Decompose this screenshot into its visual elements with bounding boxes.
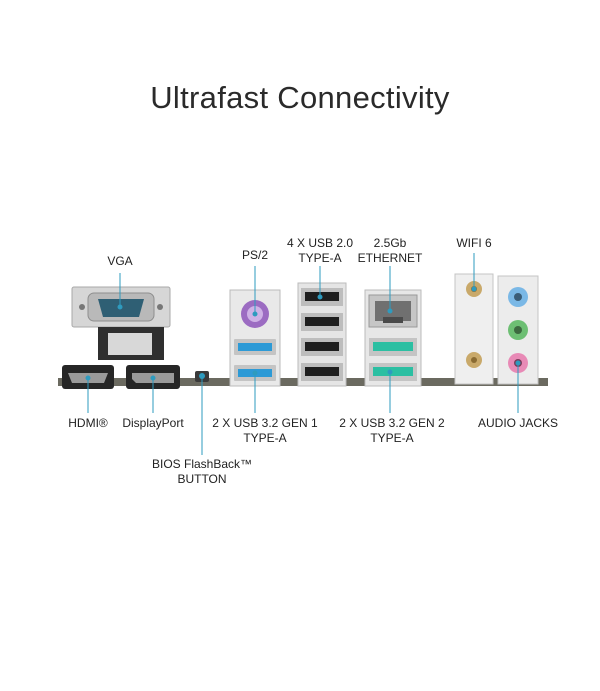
label-usb20-line1: 4 X USB 2.0 [286, 236, 354, 250]
label-bios-line1: BIOS FlashBack™ [152, 457, 253, 471]
label-audio-jacks: AUDIO JACKS [468, 416, 568, 431]
label-ethernet: 2.5Gb ETHERNET [356, 236, 424, 266]
label-audio-jacks-text: AUDIO JACKS [477, 416, 558, 430]
page-title: Ultrafast Connectivity [150, 80, 450, 115]
label-vga: VGA [95, 254, 145, 269]
wifi-antenna-icon [454, 273, 494, 385]
label-wifi-text: WIFI 6 [456, 236, 492, 250]
label-ps2: PS/2 [228, 248, 282, 263]
label-usb20: 4 X USB 2.0 TYPE-A [280, 236, 360, 266]
label-usb32-gen1-line2: TYPE-A [243, 431, 287, 445]
label-usb32-gen2-line1: 2 X USB 3.2 GEN 2 [339, 416, 445, 430]
callout-lines [85, 253, 521, 455]
label-usb32-gen2-line2: TYPE-A [370, 431, 414, 445]
label-usb32-gen1: 2 X USB 3.2 GEN 1 TYPE-A [205, 416, 325, 446]
label-vga-text: VGA [107, 254, 133, 268]
label-usb20-line2: TYPE-A [298, 251, 342, 265]
label-ethernet-line2: ETHERNET [357, 251, 423, 265]
label-displayport-text: DisplayPort [122, 416, 184, 430]
label-hdmi-text: HDMI® [68, 416, 108, 430]
label-ps2-text: PS/2 [241, 248, 268, 262]
label-wifi: WIFI 6 [444, 236, 504, 251]
label-bios-line2: BUTTON [177, 472, 227, 486]
vga-port-icon [71, 286, 171, 360]
label-usb32-gen2: 2 X USB 3.2 GEN 2 TYPE-A [332, 416, 452, 446]
audio-jacks-icon [497, 275, 539, 385]
usb20-stack-icon [297, 282, 347, 387]
label-displayport: DisplayPort [114, 416, 192, 431]
label-bios-flashback: BIOS FlashBack™ BUTTON [152, 457, 252, 487]
ethernet-usb-stack-icon [364, 289, 422, 387]
ps2-usb-stack-icon [229, 289, 281, 387]
label-ethernet-line1: 2.5Gb [373, 236, 407, 250]
label-hdmi: HDMI® [58, 416, 118, 431]
label-usb32-gen1-line1: 2 X USB 3.2 GEN 1 [212, 416, 318, 430]
